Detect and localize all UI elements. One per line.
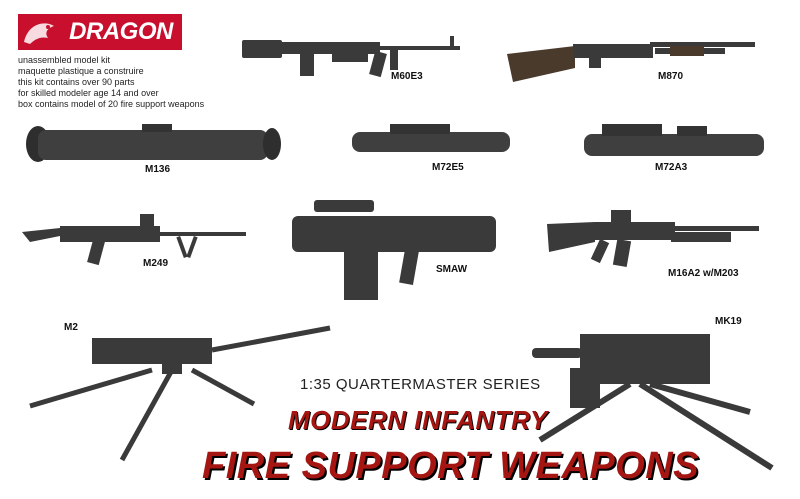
info-line: this kit contains over 90 parts bbox=[18, 77, 135, 87]
dragon-emblem-icon bbox=[18, 14, 62, 50]
info-line: unassembled model kit bbox=[18, 55, 111, 65]
m16a2-image bbox=[547, 210, 759, 268]
label-m72a3: M72A3 bbox=[655, 162, 688, 173]
series-name: 1:35 QUARTERMASTER SERIES bbox=[300, 376, 541, 393]
smaw-image bbox=[292, 200, 496, 300]
info-line: for skilled modeler age 14 and over bbox=[18, 88, 159, 98]
label-m136: M136 bbox=[145, 164, 171, 175]
label-m2: M2 bbox=[64, 322, 78, 333]
dragon-logo: DRAGON bbox=[18, 14, 182, 50]
label-m72e5: M72E5 bbox=[432, 162, 464, 173]
info-line: maquette plastique a construire bbox=[18, 66, 144, 76]
kit-info: unassembled model kit maquette plastique… bbox=[18, 55, 248, 110]
label-m60e3: M60E3 bbox=[391, 71, 423, 82]
m72a3-image bbox=[584, 124, 764, 156]
title-line-2: FIRE SUPPORT WEAPONS bbox=[202, 445, 700, 487]
label-m249: M249 bbox=[143, 258, 169, 269]
brand-name: DRAGON bbox=[60, 14, 182, 50]
label-mk19: MK19 bbox=[715, 316, 742, 327]
title-line-1: MODERN INFANTRY bbox=[288, 405, 548, 435]
label-m16a2: M16A2 w/M203 bbox=[668, 268, 739, 279]
m136-image bbox=[26, 124, 281, 162]
label-smaw: SMAW bbox=[436, 264, 468, 275]
mk19-image bbox=[532, 334, 774, 471]
m870-image bbox=[507, 42, 755, 82]
m60e3-image bbox=[242, 36, 460, 78]
info-line: box contains model of 20 fire support we… bbox=[18, 99, 205, 109]
m2-image bbox=[29, 325, 331, 462]
m72e5-image bbox=[352, 124, 510, 152]
m249-image bbox=[22, 214, 246, 266]
label-m870: M870 bbox=[658, 71, 684, 82]
